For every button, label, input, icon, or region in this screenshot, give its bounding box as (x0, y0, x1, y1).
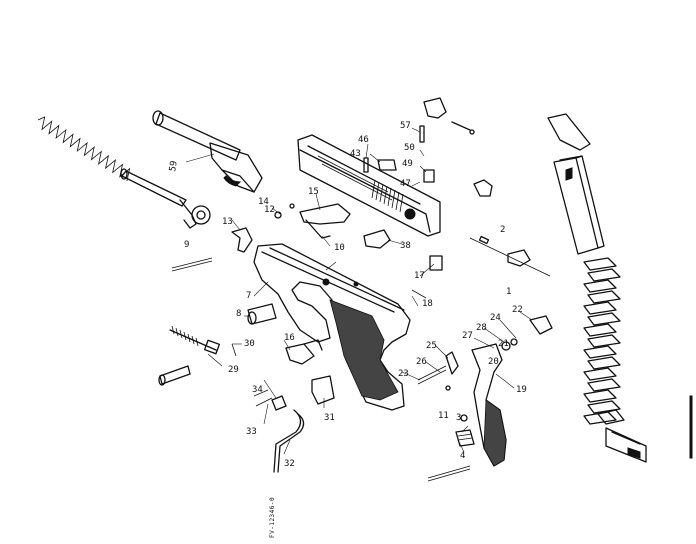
magazine-spring-seat (597, 409, 625, 425)
callout-16: 16 (284, 333, 295, 343)
callout-2: 2 (500, 225, 505, 235)
callout-19: 19 (516, 385, 527, 395)
callout-28: 28 (476, 323, 487, 333)
slide-serrations (371, 179, 404, 213)
drawing-code: FV-12346-0 (269, 497, 276, 538)
recoil-spring-guide (120, 168, 211, 229)
callout-numbers: 59 14 12 13 9 15 10 46 43 57 50 49 47 38… (168, 121, 527, 469)
callout-11: 11 (438, 411, 449, 421)
leader-lines (185, 127, 533, 455)
callout-10: 10 (334, 243, 345, 253)
magazine-spring-coil (583, 301, 617, 315)
callout-13: 13 (222, 217, 233, 227)
trigger-group (417, 315, 553, 482)
slide (297, 134, 441, 237)
callout-47: 47 (400, 179, 411, 189)
callout-57: 57 (400, 121, 411, 131)
callout-33: 33 (246, 427, 257, 437)
magazine-spring-coil (583, 323, 617, 337)
magazine-spring-coil (587, 290, 621, 304)
callout-8: 8 (236, 309, 241, 319)
callout-20: 20 (488, 357, 499, 367)
callout-21: 21 (498, 339, 509, 349)
callout-34: 34 (252, 385, 263, 395)
callout-38: 38 (400, 241, 411, 251)
callout-3: 3 (456, 413, 461, 423)
callout-23: 23 (398, 369, 409, 379)
callout-9: 9 (184, 240, 189, 250)
callout-50: 50 (404, 143, 415, 153)
barrel (152, 110, 263, 193)
callout-12: 12 (264, 205, 275, 215)
magazine-spring-coil (587, 378, 621, 392)
callout-25: 25 (426, 341, 437, 351)
callout-26: 26 (416, 357, 427, 367)
magazine-spring-coil (587, 400, 621, 414)
callout-14: 14 (258, 197, 269, 207)
callout-59: 59 (168, 160, 180, 172)
callout-27: 27 (462, 331, 473, 341)
magazine-spring-coil (583, 345, 617, 359)
callout-15: 15 (308, 187, 319, 197)
callout-24: 24 (490, 313, 501, 323)
small-parts-upper (171, 97, 551, 299)
callout-1: 1 (506, 287, 511, 297)
magazine-spring-coil (587, 312, 621, 326)
callout-32: 32 (284, 459, 295, 469)
callout-49: 49 (402, 159, 413, 169)
callout-29: 29 (228, 365, 239, 375)
magazine-spring-coil (587, 356, 621, 370)
callout-31: 31 (324, 413, 335, 423)
magazine-spring-coil (587, 268, 621, 282)
callout-18: 18 (422, 299, 433, 309)
magazine (547, 113, 605, 255)
callout-22: 22 (512, 305, 523, 315)
callout-43: 43 (350, 149, 361, 159)
magazine-spring-coil (583, 257, 617, 271)
magazine-floorplate (605, 427, 647, 463)
callout-17: 17 (414, 271, 425, 281)
callout-46: 46 (358, 135, 369, 145)
edge-mark (689, 395, 693, 459)
magazine-spring-coil (583, 367, 617, 381)
callout-4: 4 (460, 451, 465, 461)
magazine-spring-coil (583, 279, 617, 293)
slide-stop-lever (299, 203, 351, 239)
magazine-spring-coil (587, 334, 621, 348)
callout-7: 7 (246, 291, 251, 301)
recoil-spring (37, 116, 131, 182)
magazine-spring-coil (583, 389, 617, 403)
magazine-spring (583, 257, 625, 425)
frame (253, 243, 411, 411)
callout-30: 30 (244, 339, 255, 349)
small-parts-lower-left (158, 303, 335, 473)
